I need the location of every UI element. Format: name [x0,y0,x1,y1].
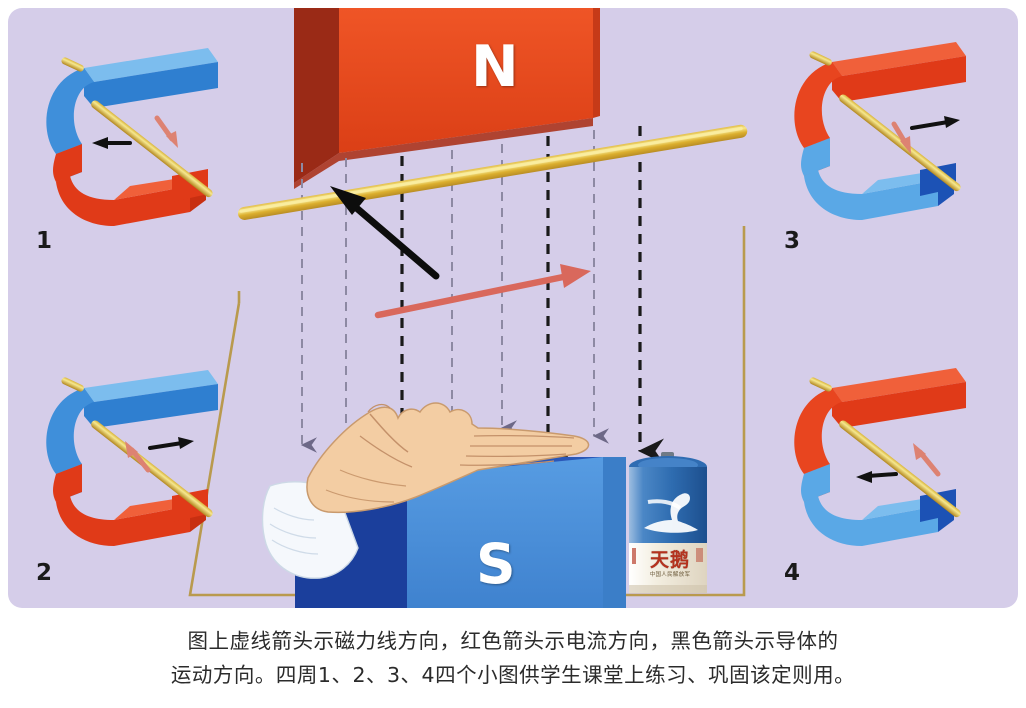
motion-arrow-2 [148,437,194,450]
center-scene: N S 天鹅 中国人民解放军 [8,8,1018,608]
north-pole-front-face [339,8,593,153]
north-pole-bottom-edge [294,118,593,189]
conductor-rod-4 [809,377,961,518]
conductor-rod-3 [809,51,961,192]
mini-diagram-3: 3 [770,26,1018,258]
south-pole-right-face [603,457,626,608]
conductor-rod-2 [61,377,213,518]
motion-arrow-3 [910,116,960,130]
magnet-4 [794,368,966,546]
conductor-rod-highlight [239,126,743,213]
south-pole-front-face [407,457,603,608]
mini-diagram-3-svg [794,42,966,220]
magnet-3 [794,42,966,220]
mini-diagram-2-svg [46,370,218,546]
current-arrow-shaft [374,272,572,319]
motion-arrow-head [330,186,366,215]
motion-arrow-1 [92,137,132,149]
caption-line-1: 图上虚线箭头示磁力线方向，红色箭头示电流方向，黑色箭头示导体的 [187,629,839,653]
current-arrow-head [560,264,591,288]
mini-diagram-3-number: 3 [784,228,801,254]
center-scene-svg [188,8,748,608]
battery-brand-label: 天鹅 [649,549,690,571]
current-arrow-2 [125,441,151,473]
mini-diagram-1: 1 [22,26,274,258]
mini-diagram-4-svg [794,368,966,546]
battery-sub-label: 中国人民解放军 [649,572,691,578]
current-arrow-3 [891,121,911,154]
north-pole-right-edge [593,8,600,118]
current-arrow-1 [154,115,178,148]
illustration-panel: N S 天鹅 中国人民解放军 [8,8,1018,608]
mini-diagram-2: 2 [22,358,274,590]
battery-swan-icon [644,493,698,533]
motion-arrow-4 [856,471,898,483]
hand-illustration [261,402,590,579]
palm [306,402,590,514]
battery-label [629,543,707,593]
current-arrow [374,264,591,319]
conductor-rod [237,124,748,220]
mini-diagram-1-number: 1 [36,228,53,254]
motion-arrow [330,186,440,280]
mini-diagram-4-number: 4 [784,560,801,586]
battery [629,452,707,593]
mini-diagram-2-number: 2 [36,560,53,586]
magnet-1 [46,48,218,226]
current-arrow-4 [913,443,941,477]
field-lines-group [300,126,664,506]
caption-block: 图上虚线箭头示磁力线方向，红色箭头示电流方向，黑色箭头示导体的 运动方向。四周1… [0,612,1026,708]
mini-diagram-1-svg [46,48,218,226]
mini-diagram-4: 4 [770,358,1018,590]
caption-line-2: 运动方向。四周1、2、3、4四个小图供学生课堂上练习、巩固该定则用。 [170,663,856,687]
north-pole-left-face [294,8,339,183]
motion-arrow-shaft [342,195,440,280]
north-pole-block [294,8,600,189]
conductor-rod-1 [61,57,213,198]
